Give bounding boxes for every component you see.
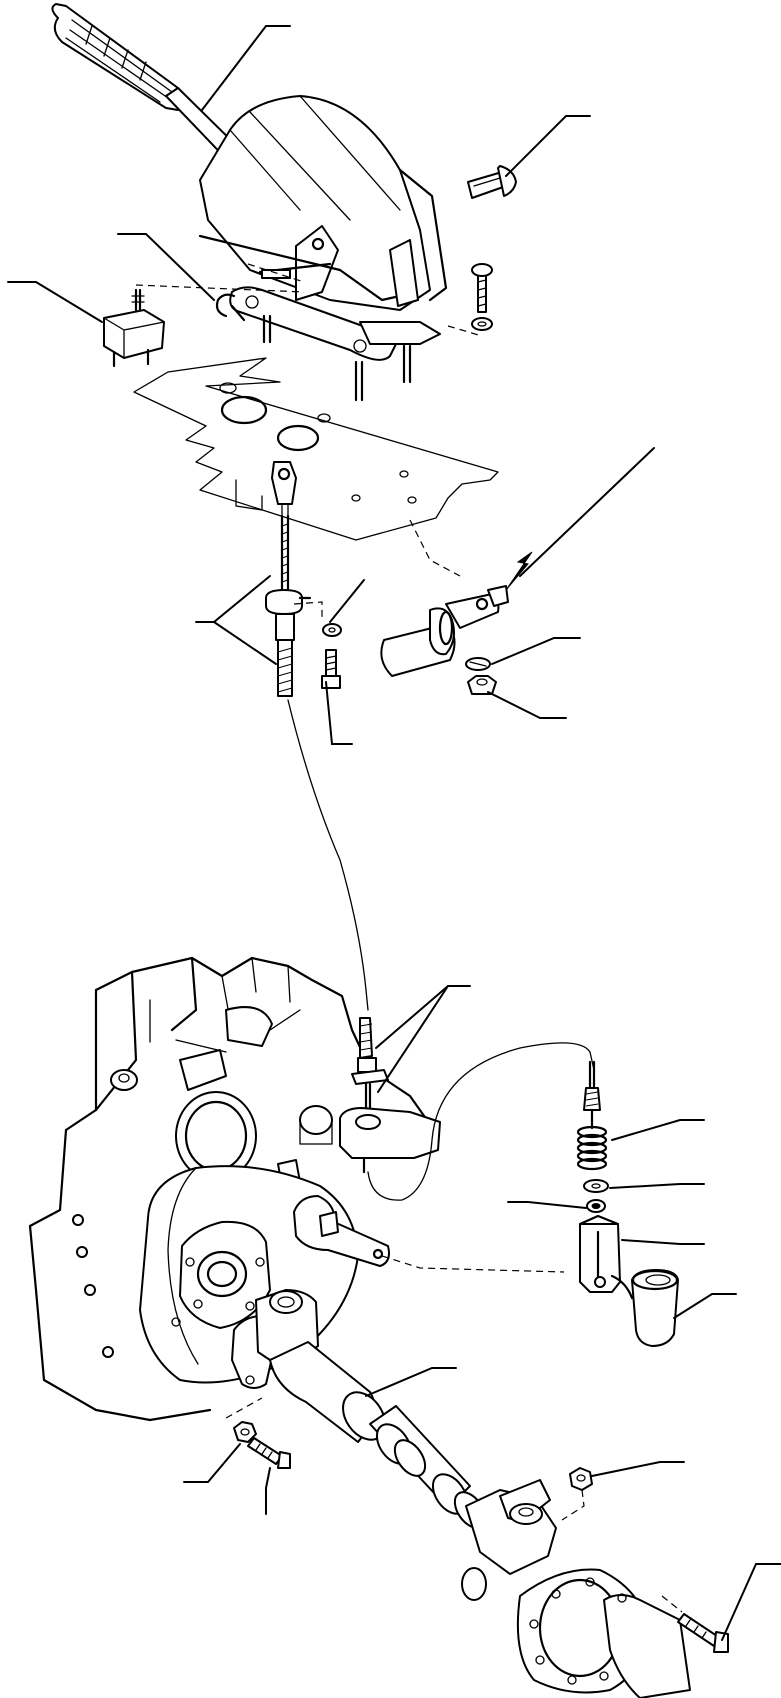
u-joint-nut (561, 1467, 593, 1521)
transmission-housing (28, 956, 436, 1422)
shaft-nut (467, 675, 497, 695)
pivot-shaft (380, 519, 509, 677)
return-spring (576, 1060, 608, 1171)
spring-retainer (586, 1199, 606, 1213)
floor-plate (133, 357, 499, 541)
brake-switch (103, 288, 165, 368)
lever-mounting-bolt (467, 165, 517, 199)
drive-shaft-nut (233, 1421, 257, 1443)
flange-bolt (661, 1595, 729, 1653)
cable-washer (322, 623, 342, 637)
caliper (171, 1195, 565, 1329)
brake-cable (265, 514, 369, 1011)
rubber-boot (631, 1269, 679, 1347)
hand-brake-lever (51, 3, 448, 402)
cable-anchor-bracket (339, 1017, 595, 1201)
cable-bolt (321, 649, 341, 689)
shaft-washer (465, 657, 491, 671)
spring-washer (583, 1179, 609, 1193)
cable-end-yoke (578, 1214, 634, 1300)
direction-arrow (505, 447, 655, 591)
callout-leaders (7, 25, 781, 1641)
screw-and-washer (471, 263, 493, 331)
clip (215, 293, 246, 322)
drive-shaft (231, 1289, 557, 1601)
drive-shaft-bolt (247, 1437, 291, 1469)
axle-flange (516, 1568, 691, 1698)
cable-clevis (271, 461, 297, 517)
